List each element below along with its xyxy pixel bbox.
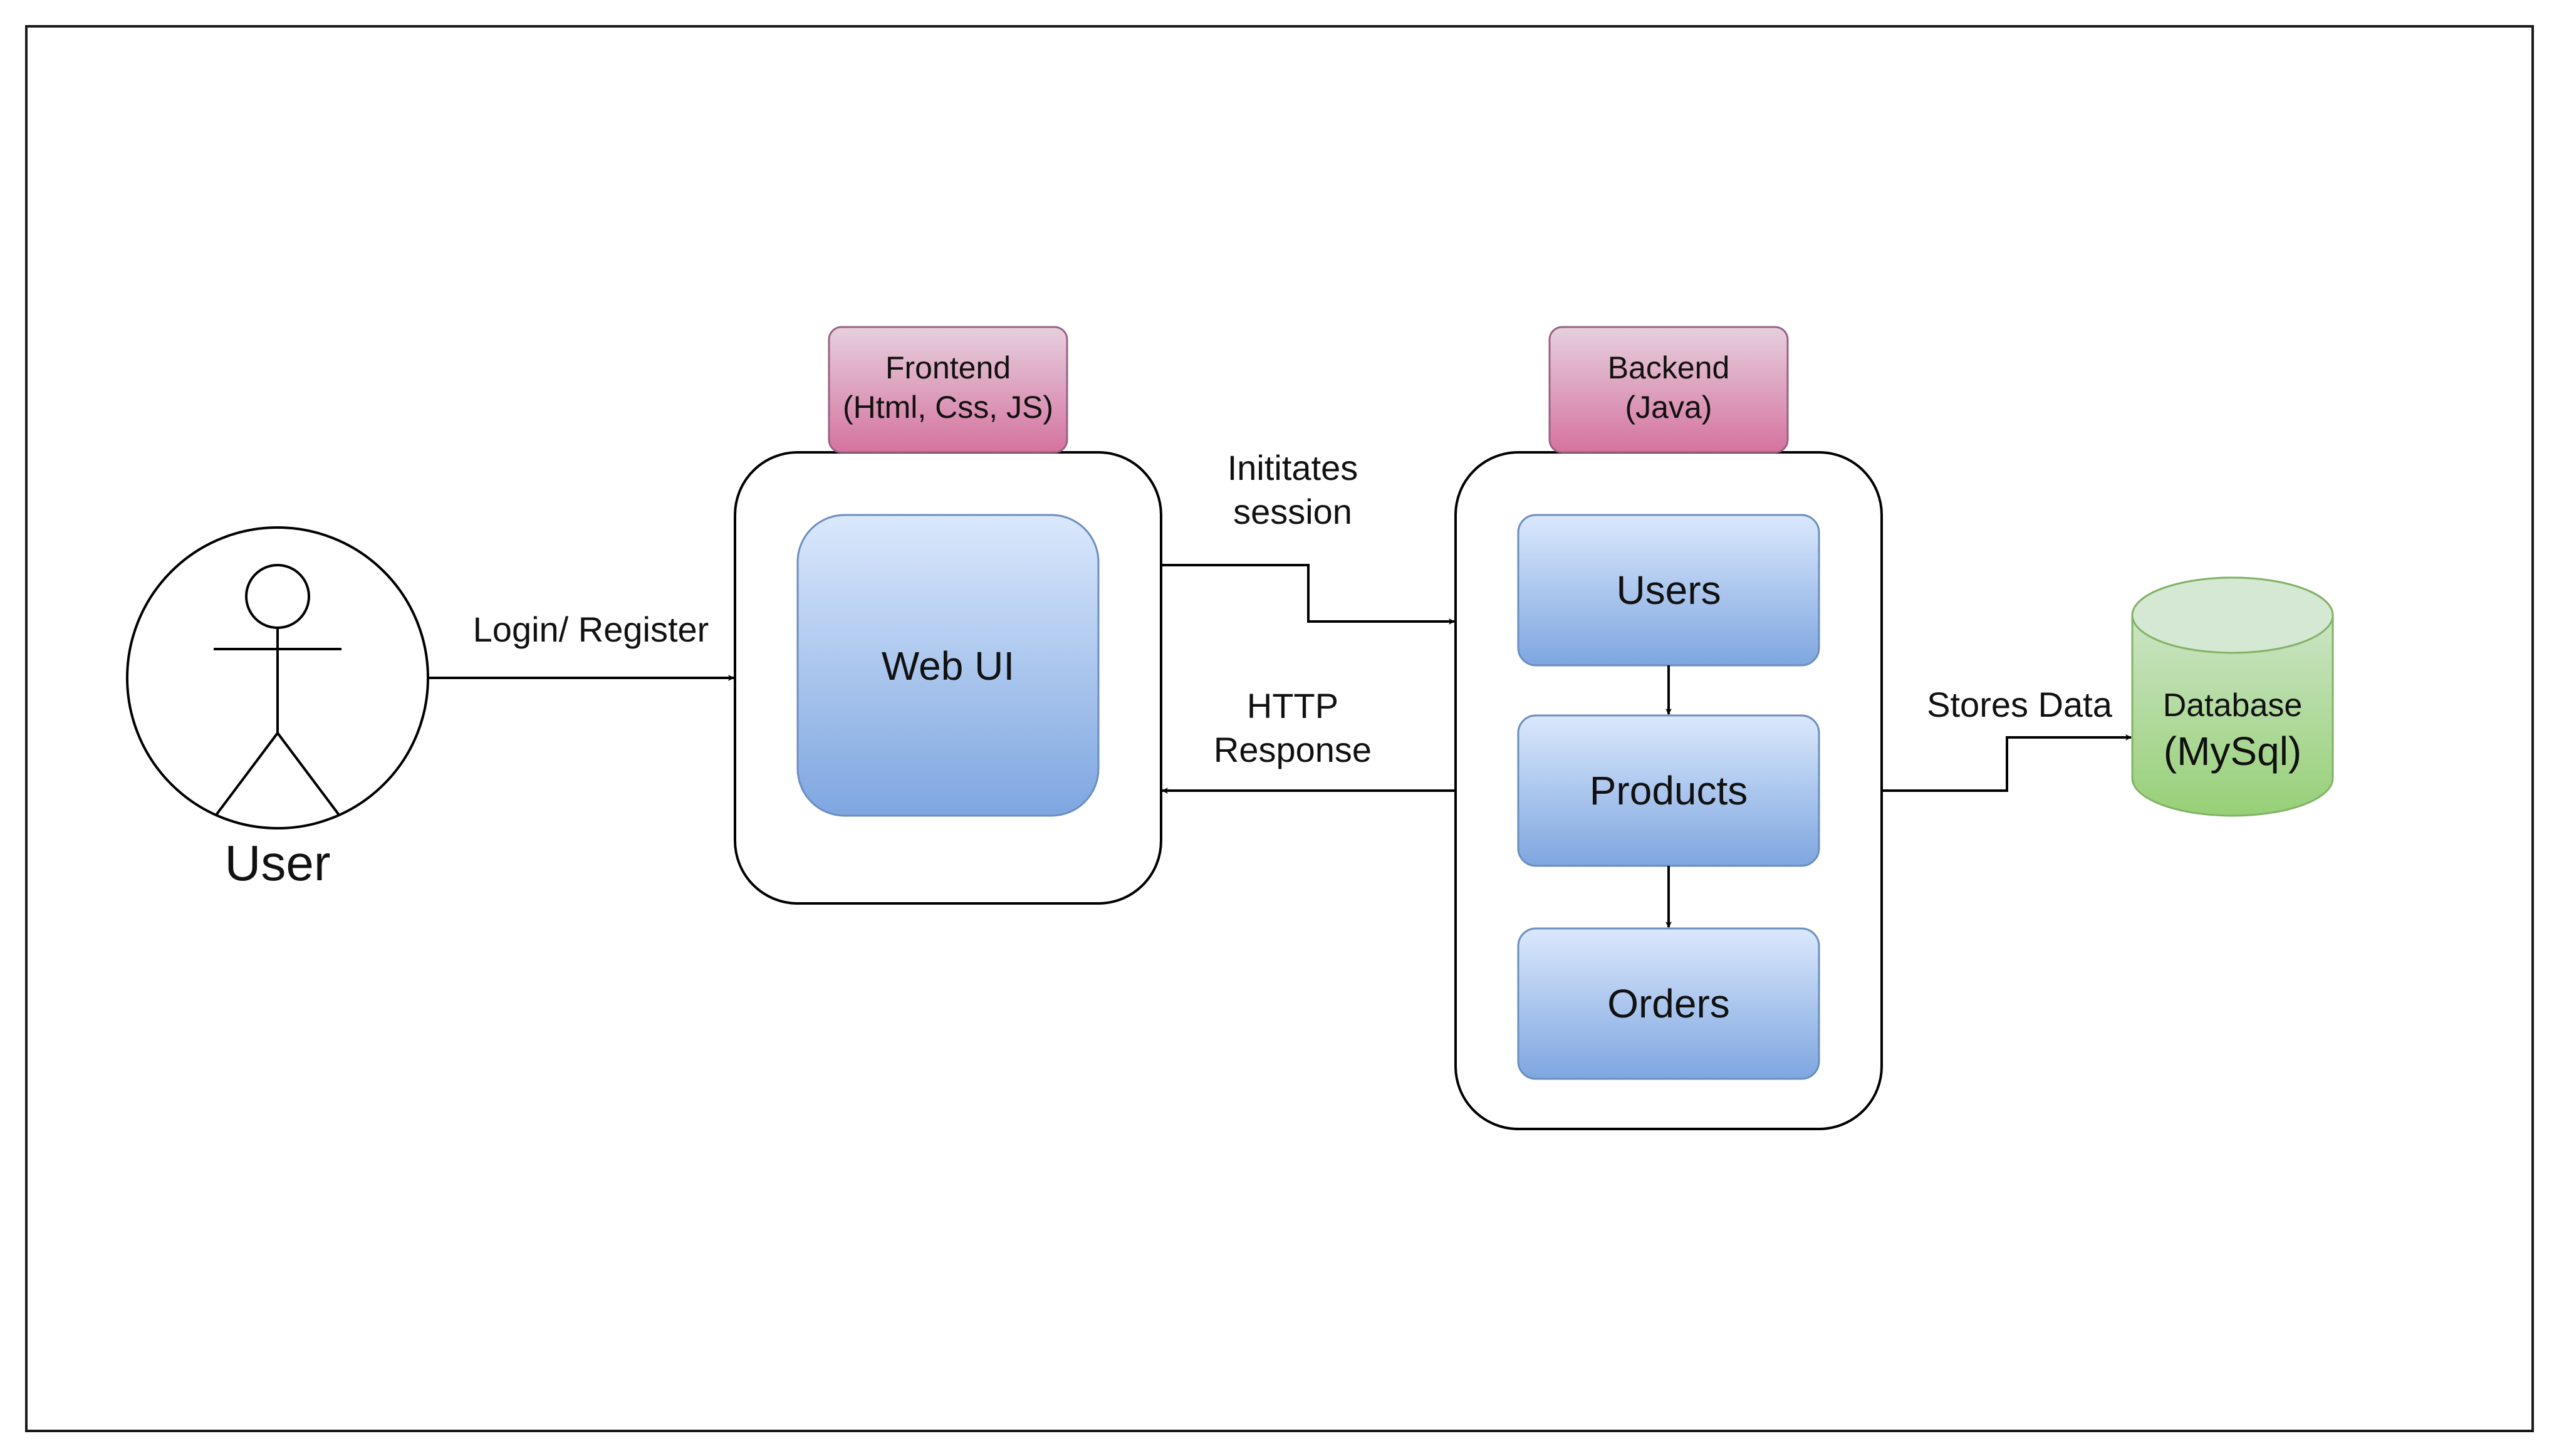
stores-data-arrow (1882, 734, 2132, 792)
frontend-tag-line1: Frontend (885, 350, 1011, 385)
backend-tag-line2: (Java) (1625, 389, 1712, 425)
initiates-session-line2: session (1233, 492, 1352, 531)
orders-box[interactable] (1517, 927, 1820, 1080)
stores-data-text: Stores Data (1927, 685, 2112, 724)
database-top (2131, 576, 2334, 654)
initiates-session-line1: Inititates (1227, 448, 1358, 487)
initiates-session-label: Inititates session (1167, 446, 1418, 534)
http-response-label: HTTP Response (1167, 684, 1418, 772)
web-ui-text: Web UI (881, 643, 1015, 689)
initiates-session-arrow (1161, 564, 1455, 625)
database-line2: (MySql) (2163, 729, 2302, 774)
backend-tag (1548, 326, 1789, 454)
user-head (245, 564, 310, 629)
products-text: Products (1589, 768, 1748, 813)
login-register-label: Login/ Register (434, 608, 748, 652)
user-actor (126, 526, 429, 829)
users-label: Users (1518, 565, 1819, 615)
orders-label: Orders (1518, 979, 1819, 1029)
web-ui-label: Web UI (798, 641, 1098, 691)
products-label: Products (1518, 766, 1819, 816)
diagram-frame (25, 25, 2534, 1432)
backend-tag-line1: Backend (1607, 350, 1730, 385)
database-label: Database (MySql) (2132, 685, 2333, 776)
user-leg-left (214, 732, 279, 817)
frontend-tag (828, 326, 1068, 454)
database-line1: Database (2162, 687, 2303, 724)
stores-data-label: Stores Data (1894, 683, 2145, 727)
http-response-line2: Response (1213, 730, 1372, 769)
database-cylinder[interactable] (2131, 576, 2334, 817)
user-label: User (177, 832, 378, 895)
web-ui-box[interactable] (796, 514, 1100, 817)
http-response-line1: HTTP (1246, 686, 1339, 725)
frontend-tag-label: Frontend (Html, Css, JS) (829, 348, 1067, 427)
user-leg-right (276, 732, 341, 817)
login-register-text: Login/ Register (472, 610, 709, 649)
backend-tag-label: Backend (Java) (1550, 348, 1788, 427)
frontend-tag-line2: (Html, Css, JS) (842, 389, 1054, 425)
users-text: Users (1616, 568, 1721, 613)
user-label-text: User (224, 835, 331, 891)
orders-text: Orders (1607, 981, 1730, 1026)
